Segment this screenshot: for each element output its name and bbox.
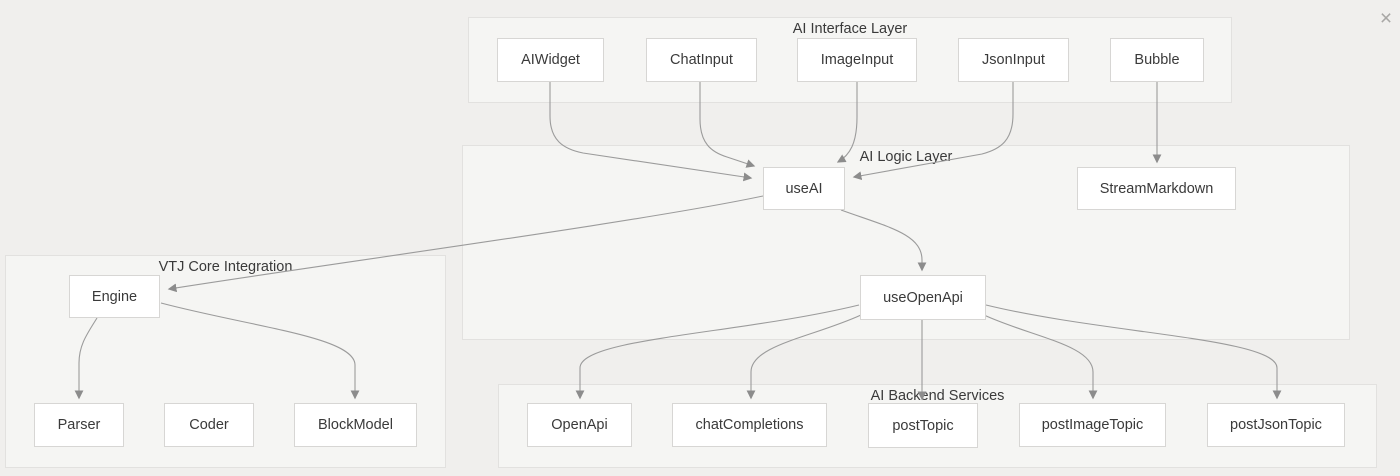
layer-ai-interface-label: AI Interface Layer [792,21,908,37]
node-blockmodel: BlockModel [294,403,417,447]
node-openapi: OpenApi [527,403,632,447]
node-postjsontopic: postJsonTopic [1207,403,1345,447]
node-postimagetopic: postImageTopic [1019,403,1166,447]
node-chatcompletions: chatCompletions [672,403,827,447]
node-streammarkdown: StreamMarkdown [1077,167,1236,210]
layer-ai-logic-label: AI Logic Layer [859,149,953,165]
node-engine: Engine [69,275,160,318]
node-bubble: Bubble [1110,38,1204,82]
node-imageinput: ImageInput [797,38,917,82]
node-useopenapi: useOpenApi [860,275,986,320]
node-parser: Parser [34,403,124,447]
node-posttopic: postTopic [868,403,978,448]
layer-vtj-core-label: VTJ Core Integration [158,259,293,275]
node-aiwidget: AIWidget [497,38,604,82]
node-useai: useAI [763,167,845,210]
node-coder: Coder [164,403,254,447]
close-icon[interactable]: × [1379,6,1393,30]
node-chatinput: ChatInput [646,38,757,82]
node-jsoninput: JsonInput [958,38,1069,82]
layer-ai-backend-label: AI Backend Services [870,388,1005,404]
